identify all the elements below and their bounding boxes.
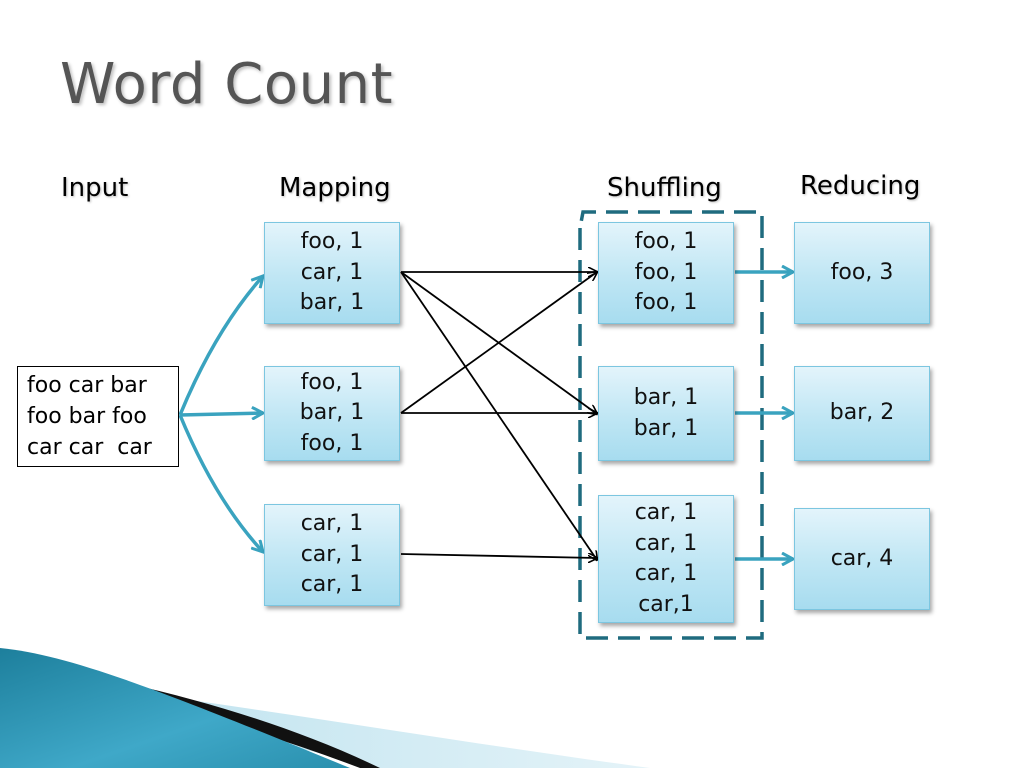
kv-pair: car,1: [638, 591, 694, 617]
arrow-input-to-map3: [178, 414, 263, 552]
kv-pair: car, 4: [830, 545, 894, 571]
swoosh-light-band: [120, 690, 650, 768]
kv-pair: bar, 1: [299, 290, 365, 316]
reducing-node-bar: bar, 2: [794, 366, 930, 461]
input-line: foo bar foo: [27, 404, 147, 429]
kv-pair: bar, 2: [829, 400, 895, 426]
kv-pair: foo, 1: [300, 369, 364, 395]
kv-pair: bar, 1: [633, 415, 699, 441]
shuffling-node-foo: foo, 1 foo, 1 foo, 1: [598, 222, 734, 324]
mapping-node-2: foo, 1 bar, 1 foo, 1: [264, 366, 400, 461]
slide-title: Word Count: [60, 52, 394, 117]
mapping-node-1: foo, 1 car, 1 bar, 1: [264, 222, 400, 324]
input-line: foo car bar: [27, 373, 147, 398]
shuffling-node-bar: bar, 1 bar, 1: [598, 366, 734, 461]
input-text-box: foo car bar foo bar foo car car car: [17, 366, 179, 467]
kv-pair: bar, 1: [299, 400, 365, 426]
arrow-map3-to-shuffle-car: [400, 554, 597, 558]
kv-pair: car, 1: [300, 572, 364, 598]
kv-pair: foo, 1: [300, 430, 364, 456]
reducing-node-foo: foo, 3: [794, 222, 930, 324]
kv-pair: bar, 1: [633, 385, 699, 410]
kv-pair: foo, 3: [830, 259, 894, 285]
column-label-mapping: Mapping: [279, 173, 391, 203]
reducing-node-car: car, 4: [794, 508, 930, 610]
kv-pair: car, 1: [300, 541, 364, 567]
arrow-map2-to-shuffle-foo: [400, 272, 597, 414]
shuffling-node-car: car, 1 car, 1 car, 1 car,1: [598, 495, 734, 623]
kv-pair: foo, 1: [634, 290, 698, 316]
mapping-node-3: car, 1 car, 1 car, 1: [264, 504, 400, 606]
kv-pair: foo, 1: [300, 229, 364, 255]
kv-pair: car, 1: [300, 511, 364, 537]
arrow-input-to-map2: [179, 413, 263, 415]
kv-pair: car, 1: [634, 530, 698, 556]
input-line: car car car: [27, 435, 152, 460]
kv-pair: foo, 1: [634, 229, 698, 255]
arrow-input-to-map1: [178, 276, 263, 416]
column-label-input: Input: [61, 173, 129, 203]
kv-pair: car, 1: [634, 561, 698, 586]
swoosh-teal-band: [0, 648, 350, 768]
kv-pair: car, 1: [634, 500, 698, 525]
column-label-shuffling: Shuffling: [607, 173, 722, 203]
kv-pair: car, 1: [300, 259, 364, 285]
kv-pair: foo, 1: [634, 259, 698, 285]
arrow-map1-to-shuffle-car: [400, 271, 597, 560]
shuffle-group-boundary: [578, 210, 764, 640]
column-label-reducing: Reducing: [800, 171, 921, 201]
